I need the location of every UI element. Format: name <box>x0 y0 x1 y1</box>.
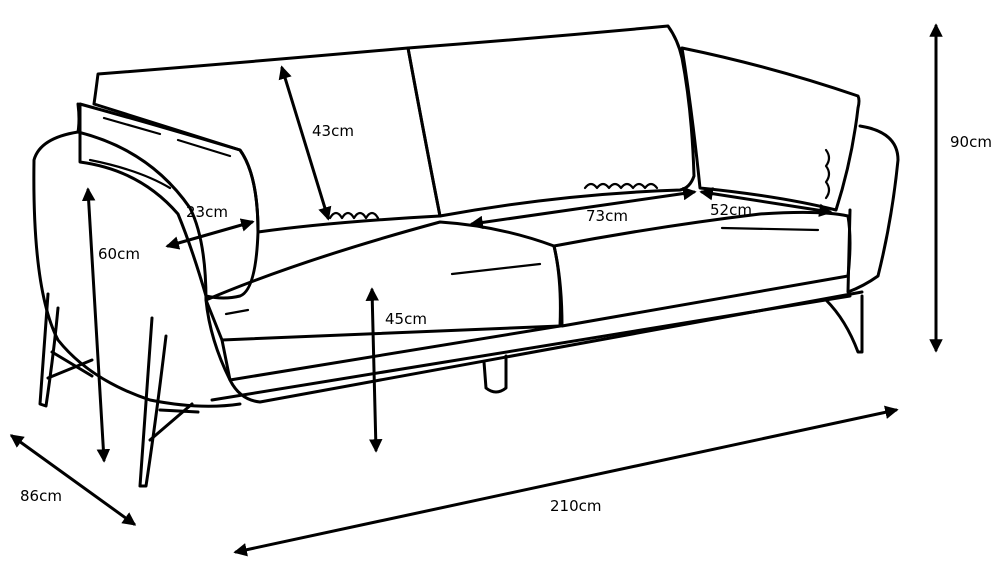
seat-depth-label: 52cm <box>710 201 752 219</box>
left-back-cushion <box>92 46 442 234</box>
depth-arrow <box>9 434 137 526</box>
width-arrow <box>233 405 899 557</box>
right-arm <box>846 124 900 294</box>
seat-height-arrow <box>365 287 383 453</box>
back-cushion-height-label: 43cm <box>312 122 354 140</box>
left-back-leg <box>38 292 60 408</box>
left-arm-cushion <box>78 102 260 300</box>
right-leg <box>824 294 864 354</box>
sofa-base <box>220 290 864 404</box>
arm-height-label: 60cm <box>98 245 140 263</box>
total-width-label: 210cm <box>550 497 602 515</box>
left-arm-top <box>76 102 232 382</box>
arm-width-label: 23cm <box>186 203 228 221</box>
back-cushion-arrow <box>278 65 332 221</box>
right-back-cushion <box>680 46 861 212</box>
dimension-arrows <box>9 23 943 557</box>
left-arm-body <box>32 130 242 408</box>
seat-width-arrow <box>469 186 697 230</box>
sofa-outline <box>32 24 900 488</box>
seat-height-label: 45cm <box>385 310 427 328</box>
depth-label: 86cm <box>20 487 62 505</box>
arm-width-arrow <box>165 218 255 250</box>
total-height-label: 90cm <box>950 133 992 151</box>
seat-width-label: 73cm <box>586 207 628 225</box>
middle-leg <box>482 354 508 394</box>
dimension-labels: 90cm 210cm 86cm 60cm 45cm 43cm 23cm 73cm… <box>20 122 992 515</box>
left-front-leg <box>138 316 168 488</box>
arm-height-arrow <box>81 187 111 463</box>
middle-back-cushion <box>406 24 696 218</box>
seat-depth-arrow <box>699 186 833 218</box>
